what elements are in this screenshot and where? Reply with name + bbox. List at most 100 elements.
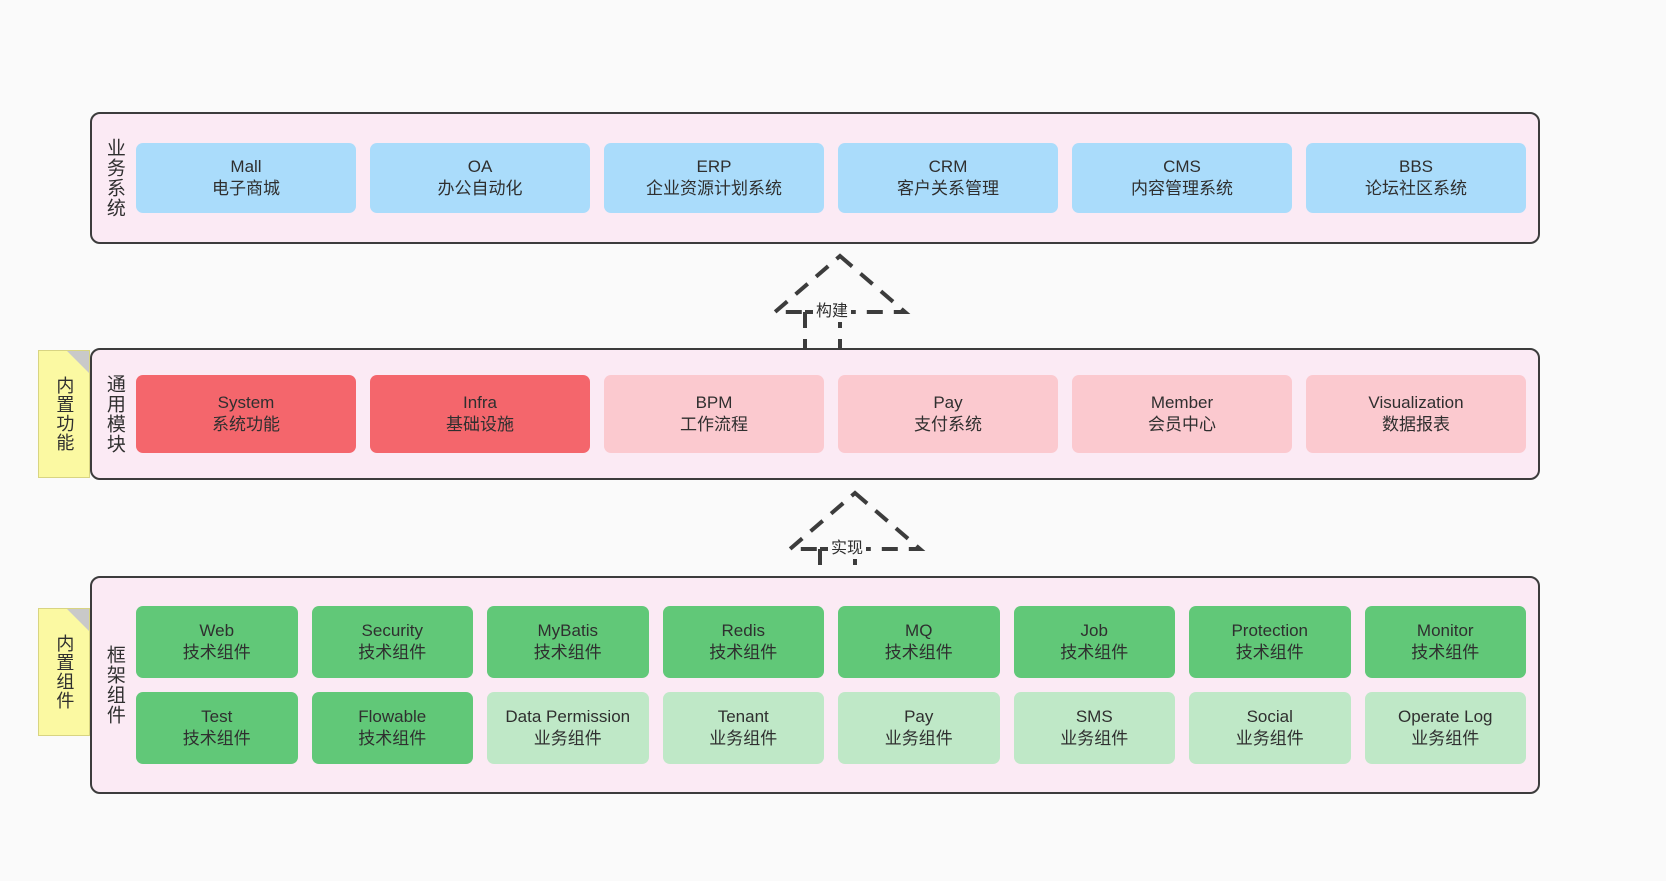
module-card-pay-name: Pay — [933, 393, 963, 413]
component-card-pay-desc: 业务组件 — [884, 729, 953, 748]
module-card-bpm[interactable]: BPM 工作流程 — [604, 375, 824, 453]
business-card-cms-name: CMS — [1163, 157, 1201, 177]
module-card-visualization[interactable]: Visualization 数据报表 — [1306, 375, 1526, 453]
component-card-social[interactable]: Social 业务组件 — [1189, 692, 1351, 764]
common-module-cards: System 系统功能 Infra 基础设施 BPM 工作流程 Pay 支付系统… — [136, 350, 1538, 478]
framework-component-cards: Web 技术组件 Security 技术组件 MyBatis 技术组件 Redi… — [136, 578, 1538, 792]
module-card-visualization-desc: 数据报表 — [1382, 415, 1450, 434]
module-card-pay-desc: 支付系统 — [914, 415, 982, 434]
business-card-erp-name: ERP — [696, 157, 732, 177]
component-card-operate-log-name: Operate Log — [1397, 707, 1493, 727]
business-card-mall-name: Mall — [230, 157, 262, 177]
business-system-row: Mall 电子商城 OA 办公自动化 ERP 企业资源计划系统 CRM 客户关系… — [136, 143, 1526, 213]
component-card-sms-name: SMS — [1075, 707, 1113, 727]
component-card-social-desc: 业务组件 — [1235, 729, 1304, 748]
component-card-tenant-name: Tenant — [717, 707, 769, 727]
component-card-flowable-name: Flowable — [358, 707, 427, 727]
module-card-bpm-desc: 工作流程 — [680, 415, 748, 434]
business-card-oa-desc: 办公自动化 — [437, 179, 523, 198]
connector-build: 构建 — [745, 250, 935, 360]
connector-realize-label: 实现 — [828, 533, 867, 559]
business-card-bbs[interactable]: BBS 论坛社区系统 — [1306, 143, 1526, 213]
component-card-redis[interactable]: Redis 技术组件 — [662, 606, 824, 678]
component-card-job-name: Job — [1080, 621, 1108, 641]
business-card-cms[interactable]: CMS 内容管理系统 — [1072, 143, 1292, 213]
framework-component-row-business: Test 技术组件 Flowable 技术组件 Data Permission … — [136, 692, 1526, 764]
module-card-system-name: System — [217, 393, 275, 413]
business-card-crm[interactable]: CRM 客户关系管理 — [838, 143, 1058, 213]
component-card-mybatis[interactable]: MyBatis 技术组件 — [487, 606, 649, 678]
module-card-member-name: Member — [1150, 393, 1214, 413]
component-card-test-name: Test — [201, 707, 233, 727]
connector-build-label: 构建 — [813, 296, 852, 322]
common-module-layer: 通用模块 System 系统功能 Infra 基础设施 BPM 工作流程 Pay… — [90, 348, 1540, 480]
component-card-operate-log[interactable]: Operate Log 业务组件 — [1364, 692, 1526, 764]
component-card-redis-desc: 技术组件 — [709, 643, 778, 662]
component-card-monitor[interactable]: Monitor 技术组件 — [1364, 606, 1526, 678]
sticky-note-builtin-component-label: 内置组件 — [54, 634, 75, 710]
component-card-data-permission-name: Data Permission — [505, 707, 631, 727]
business-card-crm-name: CRM — [928, 157, 968, 177]
component-card-job-desc: 技术组件 — [1060, 643, 1129, 662]
component-card-sms-desc: 业务组件 — [1060, 729, 1129, 748]
sticky-note-builtin-function: 内置功能 — [38, 350, 90, 478]
common-module-layer-title: 通用模块 — [103, 374, 125, 454]
business-card-erp-desc: 企业资源计划系统 — [646, 179, 782, 198]
module-card-infra[interactable]: Infra 基础设施 — [370, 375, 590, 453]
component-card-operate-log-desc: 业务组件 — [1411, 729, 1480, 748]
component-card-flowable-desc: 技术组件 — [358, 729, 427, 748]
component-card-web[interactable]: Web 技术组件 — [136, 606, 298, 678]
sticky-note-fold-icon — [67, 609, 89, 631]
module-card-infra-name: Infra — [462, 393, 498, 413]
framework-component-row-tech: Web 技术组件 Security 技术组件 MyBatis 技术组件 Redi… — [136, 606, 1526, 678]
common-module-row: System 系统功能 Infra 基础设施 BPM 工作流程 Pay 支付系统… — [136, 375, 1526, 453]
module-card-member[interactable]: Member 会员中心 — [1072, 375, 1292, 453]
component-card-flowable[interactable]: Flowable 技术组件 — [311, 692, 473, 764]
component-card-protection[interactable]: Protection 技术组件 — [1189, 606, 1351, 678]
framework-component-layer-title: 框架组件 — [103, 645, 125, 725]
component-card-pay[interactable]: Pay 业务组件 — [838, 692, 1000, 764]
business-system-layer: 业务系统 Mall 电子商城 OA 办公自动化 ERP 企业资源计划系统 CRM… — [90, 112, 1540, 244]
module-card-pay[interactable]: Pay 支付系统 — [838, 375, 1058, 453]
component-card-security[interactable]: Security 技术组件 — [311, 606, 473, 678]
component-card-test-desc: 技术组件 — [182, 729, 251, 748]
component-card-redis-name: Redis — [721, 621, 765, 641]
component-card-tenant[interactable]: Tenant 业务组件 — [662, 692, 824, 764]
connector-realize: 实现 — [760, 487, 950, 597]
component-card-protection-desc: 技术组件 — [1235, 643, 1304, 662]
business-card-bbs-desc: 论坛社区系统 — [1365, 179, 1467, 198]
component-card-web-desc: 技术组件 — [182, 643, 251, 662]
component-card-monitor-name: Monitor — [1416, 621, 1474, 641]
business-card-erp[interactable]: ERP 企业资源计划系统 — [604, 143, 824, 213]
sticky-note-builtin-function-label: 内置功能 — [54, 376, 75, 452]
component-card-mq[interactable]: MQ 技术组件 — [838, 606, 1000, 678]
business-card-crm-desc: 客户关系管理 — [897, 179, 999, 198]
component-card-data-permission[interactable]: Data Permission 业务组件 — [487, 692, 649, 764]
component-card-sms[interactable]: SMS 业务组件 — [1013, 692, 1175, 764]
business-card-oa-name: OA — [467, 157, 493, 177]
component-card-mybatis-desc: 技术组件 — [533, 643, 602, 662]
component-card-job[interactable]: Job 技术组件 — [1013, 606, 1175, 678]
business-card-oa[interactable]: OA 办公自动化 — [370, 143, 590, 213]
business-card-bbs-name: BBS — [1398, 157, 1434, 177]
sticky-note-builtin-component: 内置组件 — [38, 608, 90, 736]
component-card-monitor-desc: 技术组件 — [1411, 643, 1480, 662]
module-card-member-desc: 会员中心 — [1148, 415, 1216, 434]
component-card-web-name: Web — [199, 621, 235, 641]
component-card-security-name: Security — [361, 621, 423, 641]
component-card-data-permission-desc: 业务组件 — [533, 729, 602, 748]
business-system-layer-title: 业务系统 — [103, 138, 125, 218]
module-card-infra-desc: 基础设施 — [446, 415, 514, 434]
sticky-note-fold-icon — [67, 351, 89, 373]
component-card-tenant-desc: 业务组件 — [709, 729, 778, 748]
component-card-security-desc: 技术组件 — [358, 643, 427, 662]
component-card-test[interactable]: Test 技术组件 — [136, 692, 298, 764]
component-card-protection-name: Protection — [1231, 621, 1309, 641]
module-card-system[interactable]: System 系统功能 — [136, 375, 356, 453]
business-card-mall[interactable]: Mall 电子商城 — [136, 143, 356, 213]
component-card-mybatis-name: MyBatis — [537, 621, 598, 641]
module-card-system-desc: 系统功能 — [212, 415, 280, 434]
component-card-mq-desc: 技术组件 — [884, 643, 953, 662]
component-card-mq-name: MQ — [905, 621, 933, 641]
module-card-visualization-name: Visualization — [1368, 393, 1464, 413]
